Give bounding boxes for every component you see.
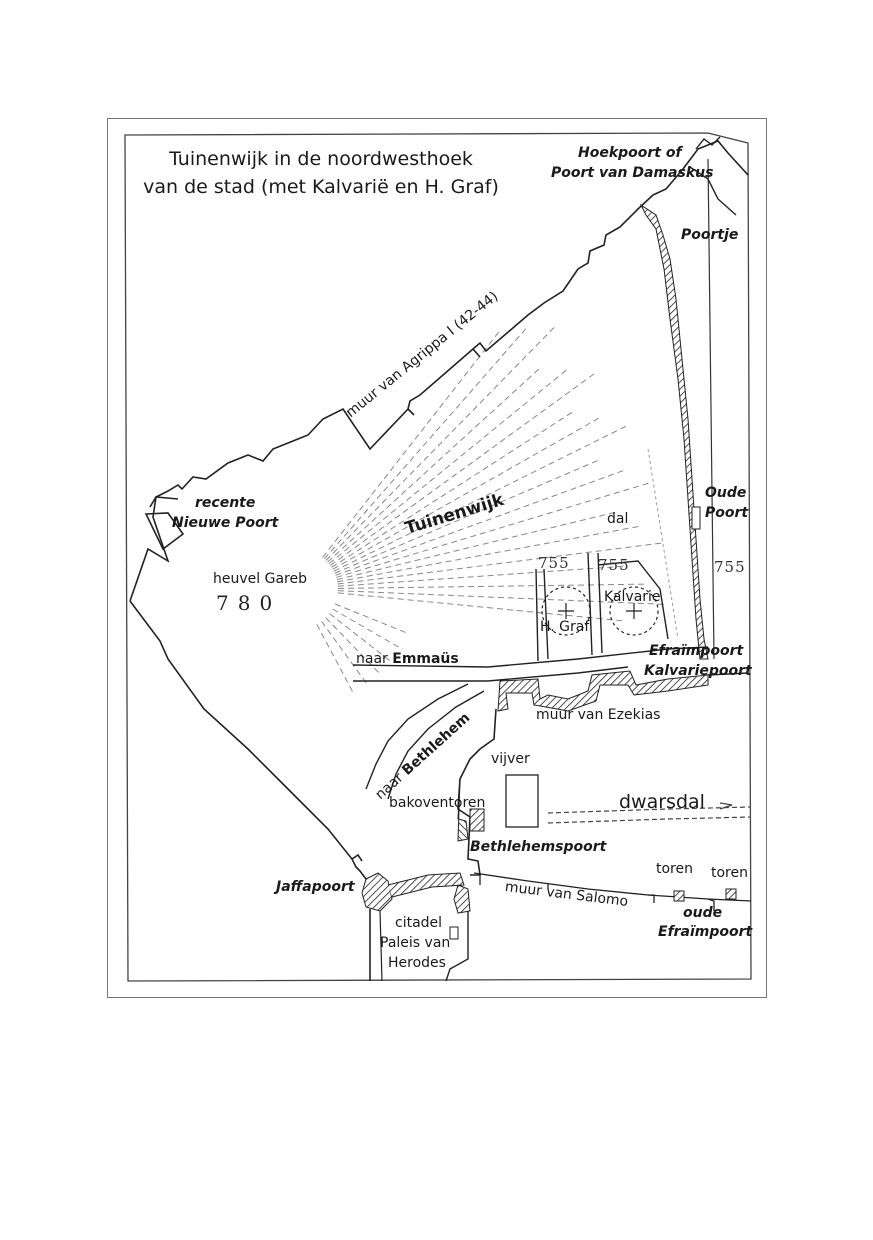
garden-ray [333,424,630,572]
garden-ray [337,590,668,605]
garden-ray [323,325,529,560]
garden-ray [329,613,393,664]
label-oude-efraim-1: oude [683,905,723,921]
label-jaffapoort: Jaffapoort [276,879,355,895]
dwarsdal-lines [547,802,752,824]
garden-ray [336,481,653,578]
garden-ray [335,468,628,576]
label-oude-efraim-2: Efraïmpoort [658,924,753,940]
label-naar-emmaus: naar Emmaüs [356,651,459,667]
map-drawing [124,132,752,982]
label-toren-1: toren [656,861,693,877]
southwest-wall [129,600,367,880]
garden-ray [337,542,666,585]
label-naar-1: naar [356,651,388,667]
garden-ray [322,328,502,558]
garden-ray [328,367,570,565]
damaskus-gate [689,136,737,216]
label-citadel: citadel [395,915,443,931]
vijver-pond [505,774,539,828]
garden-ray [337,565,628,587]
road-emmaus [352,646,709,682]
east-wall [639,158,715,660]
label-dwarsdal: dwarsdal [619,791,705,813]
salomo-wall [473,872,752,911]
label-vijver: vijver [491,751,530,767]
garden-ray [334,458,602,574]
garden-ray [337,525,643,583]
label-hoekpoort: Hoekpoort of [578,145,682,161]
label-bakoventoren: bakoventoren [389,795,486,811]
label-kalvariepoort: Kalvariepoort [644,663,752,679]
graf-kalvarie-blocks [535,552,669,662]
label-damaskus: Poort van Damaskus [551,165,714,181]
elevation-780: 780 [216,591,282,615]
label-efraimpoort: Efraïmpoort [649,643,744,659]
map-title-line-1: Tuinenwijk in de noordwesthoek [169,148,473,170]
label-toren-2: toren [711,865,748,881]
label-oude-poort-1: Oude [705,485,747,501]
garden-ray [337,592,627,622]
label-paleis-2: Herodes [388,955,446,971]
garden-ray [316,624,355,696]
garden-ray [331,409,576,568]
garden-ray [325,324,558,561]
label-ezekias-wall: muur van Ezekias [536,707,661,723]
garden-ray [330,371,598,566]
label-heuvel-gareb: heuvel Gareb [213,571,307,587]
label-paleis-1: Paleis van [380,935,451,951]
map-title-line-2: van de stad (met Kalvarië en H. Graf) [143,176,499,198]
sketch-border [124,132,752,982]
label-bethlehemspoort: Bethlehemspoort [470,839,607,855]
label-nieuwe-poort: Nieuwe Poort [172,515,279,531]
label-recente: recente [195,495,256,511]
elevation-755-left: 755 [538,554,570,572]
salomo-towers [673,888,737,902]
garden-ray [336,510,619,581]
garden-rays [316,324,668,696]
map-frame: Tuinenwijk in de noordwesthoek van de st… [107,118,767,998]
ezekias-wall [457,670,749,876]
agrippa-wall [129,140,749,602]
garden-ray [334,603,410,635]
garden-ray [332,608,403,650]
garden-ray [332,415,603,570]
garden-ray [325,617,382,676]
label-dal: dal [607,511,629,527]
garden-ray [337,583,648,589]
label-emmaus: Emmaüs [392,651,459,667]
label-kalvarie: Kalvarie [604,589,661,605]
jaffapoort-citadel [361,872,471,982]
road-bethlehem [365,683,485,800]
label-poortje: Poortje [681,227,739,243]
elevation-755-right: 755 [714,558,746,576]
garden-ray [327,366,543,563]
garden-ray [321,621,369,687]
label-h-graf: H. Graf [540,619,590,635]
elevation-755-mid: 755 [598,556,630,574]
label-oude-poort-2: Poort [705,505,749,521]
